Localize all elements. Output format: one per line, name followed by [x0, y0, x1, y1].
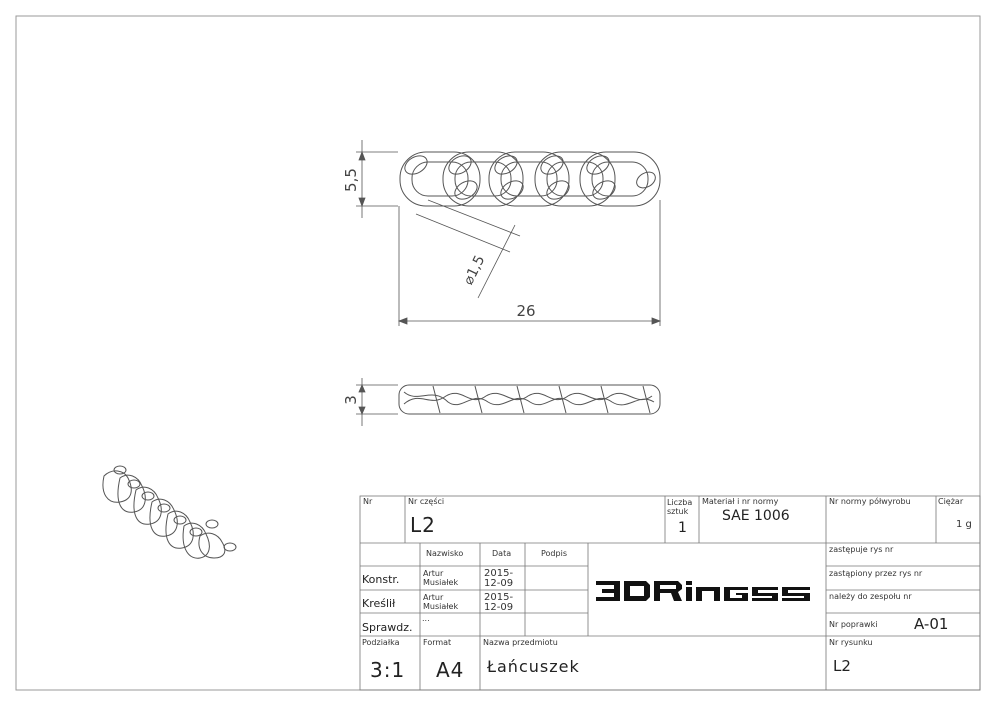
chain-link [534, 151, 616, 207]
qty-value: 1 [678, 520, 687, 536]
scale-value: 3:1 [370, 658, 406, 682]
header-belongs: należy do zespołu nr [829, 592, 912, 601]
header-item-name: Nazwa przedmiotu [483, 638, 558, 647]
row-role: Konstr. [362, 573, 400, 586]
header-signature: Podpis [541, 549, 567, 558]
row-name: Artur Musiałek [423, 569, 459, 587]
weight-value: 1 g [956, 519, 972, 530]
header-format: Format [423, 638, 452, 647]
chain-link [579, 151, 661, 207]
row-name: Artur Musiałek [423, 593, 459, 611]
chain-link [399, 151, 481, 207]
row-name: ... [422, 614, 430, 623]
dim-length: 26 [516, 302, 535, 320]
header-material: Materiał i nr normy [702, 497, 779, 506]
header-scale: Podziałka [362, 638, 400, 647]
row-date: 2015-12-09 [484, 568, 514, 589]
header-revision-no: Nr poprawki [829, 620, 878, 629]
dim-wire-diameter: ⌀1,5 [460, 253, 488, 288]
header-part-no: Nr części [408, 497, 445, 506]
row-role: Kreślił [362, 597, 396, 610]
chain-link [488, 151, 570, 207]
dim-height-top: 5,5 [342, 168, 360, 192]
part-no-value: L2 [410, 513, 436, 537]
3drings-logo [596, 581, 810, 601]
chain-side-view [398, 384, 661, 415]
chain-link [442, 151, 524, 207]
material-value: SAE 1006 [722, 508, 790, 524]
row-role: Sprawdz. [362, 621, 413, 634]
header-name: Nazwisko [426, 549, 464, 558]
row-date: 2015-12-09 [484, 592, 514, 613]
revision-value: A-01 [914, 615, 949, 633]
header-qty: Liczba sztuk [667, 498, 693, 516]
format-value: A4 [436, 658, 465, 682]
drawing-no-value: L2 [833, 657, 851, 675]
header-semi-norm: Nr normy półwyrobu [829, 497, 911, 506]
header-drawing-no: Nr rysunku [829, 638, 873, 647]
header-replaces: zastępuje rys nr [829, 545, 894, 554]
item-name-value: Łańcuszek [487, 657, 580, 676]
chain-top-view [399, 151, 661, 207]
dim-height-side: 3 [342, 395, 360, 405]
chain-iso-view [102, 465, 237, 559]
header-replaced-by: zastąpiony przez rys nr [829, 569, 923, 578]
header-nr: Nr [363, 497, 373, 506]
title-block-grid [359, 495, 981, 691]
header-date: Data [492, 549, 512, 558]
header-weight: Ciężar [938, 497, 964, 506]
